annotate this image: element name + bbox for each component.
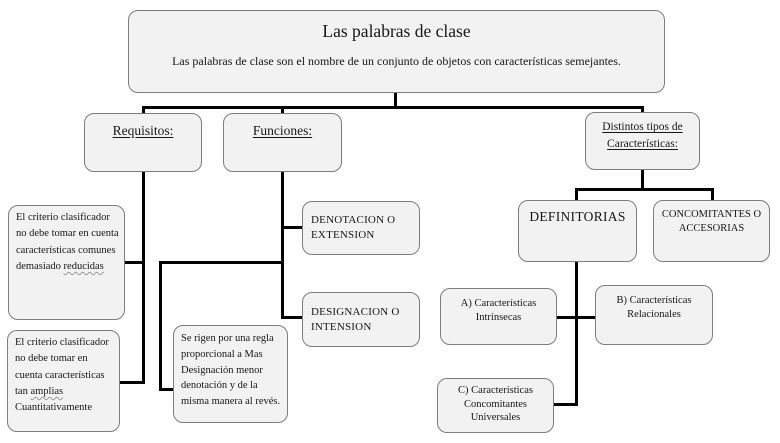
criterio-amplias-underlined-word: amplias [30,385,64,397]
node-requisitos: Requisitos: [84,113,202,172]
universales-label: C) Características Concomitantes Univers… [458,385,533,424]
node-regla-proporcional: Se rigen por una regla proporcional a Ma… [173,325,288,423]
funciones-label: Funciones: [252,123,313,138]
connector-stub-definitorias [575,188,578,201]
connector-designacion [283,316,303,319]
connector-regla-stub [159,388,175,391]
distintos-label-line2: Características: [607,137,678,150]
criterio-amplias-text: El criterio clasificador no debe tomar e… [15,337,109,397]
root-description: Las palabras de clase son el nombre de u… [172,53,621,68]
node-funciones: Funciones: [223,113,342,172]
connector-splitter [575,188,714,191]
connector-funciones-vertical [281,172,284,319]
node-definitorias: DEFINITORIAS [518,200,637,262]
connector-amplias [119,381,144,384]
node-caracteristicas-universales: C) Características Concomitantes Univers… [437,378,554,433]
node-criterio-reducidas: El criterio clasificador no debe tomar e… [8,205,125,320]
intrinsecas-label: A) Características Intrínsecas [460,298,537,323]
denotacion-label: DENOTACION O EXTENSION [311,214,396,241]
connector-distintos-vertical [641,170,644,191]
connector-requisitos-vertical [142,172,145,384]
node-caracteristicas-intrinsecas: A) Características Intrínsecas [440,288,557,345]
designacion-label: DESIGNACION O INTENSION [311,305,400,333]
connector-c-elbow [554,403,578,406]
connector-reducidas [124,261,144,264]
regla-text: Se rigen por una regla proporcional a Ma… [181,333,281,407]
node-root: Las palabras de clase Las palabras de cl… [128,10,665,93]
connector-definitorias-vertical [575,262,578,406]
connector-stub-concomitantes [711,188,714,201]
node-caracteristicas-relacionales: B) Características Relacionales [595,285,713,345]
connector-a-b [555,316,597,319]
connector-regla-horizontal [159,261,283,264]
criterio-amplias-tail: Cuantitativamente [15,402,92,414]
node-criterio-amplias: El criterio clasificador no debe tomar e… [7,330,120,432]
connector-stub-requisitos [142,106,145,115]
connector-denotacion [283,226,303,229]
criterio-reducidas-underlined-word: reducidas [63,260,104,272]
criterio-reducidas-text: El criterio clasificador no debe tomar e… [16,212,119,272]
node-distintos-tipos: Distintos tipos de Características: [585,112,700,170]
relacionales-label: B) Características Relacionales [616,295,692,320]
node-denotacion: DENOTACION O EXTENSION [302,201,420,255]
page-title: Las palabras de clase [322,21,471,41]
node-designacion: DESIGNACION O INTENSION [302,292,420,347]
node-concomitantes-accesorias: CONCOMITANTES O ACCESORIAS [653,200,770,262]
connector-stub-distintos [641,106,644,114]
definitorias-label: DEFINITORIAS [529,209,626,224]
connector-regla-vertical [159,261,162,391]
connector-main-horizontal [142,106,644,109]
concomitantes-label: CONCOMITANTES O ACCESORIAS [661,209,762,235]
connector-stub-funciones [281,106,284,115]
connector-title-stub [394,93,397,108]
requisitos-label: Requisitos: [112,123,174,138]
distintos-label-line1: Distintos tipos de [602,121,683,133]
